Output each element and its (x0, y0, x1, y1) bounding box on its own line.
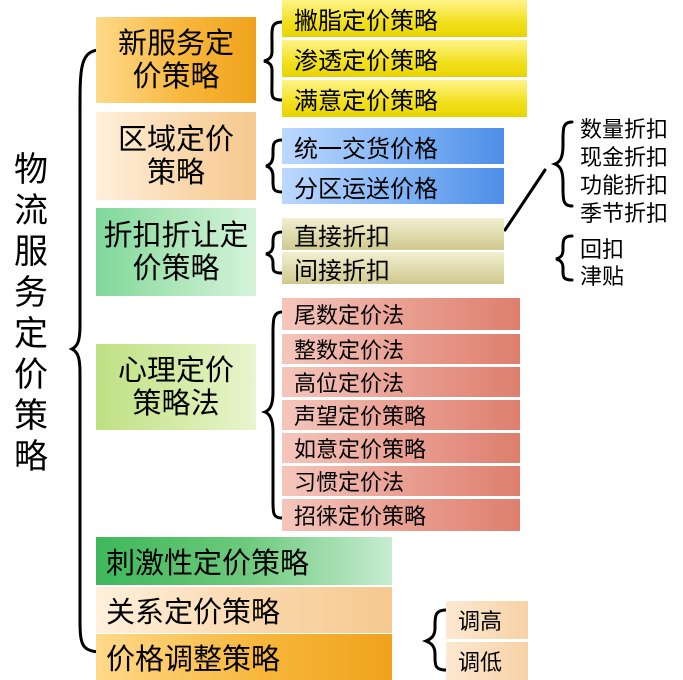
root-title: 物流服务定价策略 (14, 150, 48, 477)
category-stimulus: 刺激性定价策略 (96, 537, 392, 585)
category-relation-label: 关系定价策略 (106, 595, 281, 629)
new-service-item: 渗透定价策略 (282, 40, 527, 77)
discount-brace (265, 230, 284, 275)
item-label: 高位定价法 (294, 372, 405, 397)
item-label: 调高 (458, 610, 503, 635)
item-label: 招徕定价策略 (294, 505, 427, 530)
main-brace (68, 48, 100, 654)
category-new-service-label: 新服务定价策略 (117, 25, 234, 93)
item-label: 尾数定价法 (294, 304, 405, 329)
category-adjust-label: 价格调整策略 (106, 642, 281, 676)
item-label: 间接折扣 (294, 256, 390, 285)
category-relation: 关系定价策略 (96, 587, 392, 633)
item-label: 渗透定价策略 (294, 47, 438, 75)
adjust-brace (421, 608, 448, 672)
item-label: 直接折扣 (294, 222, 390, 251)
direct-type: 现金折扣 (580, 146, 669, 171)
item-label: 统一交货价格 (294, 134, 438, 163)
direct-type: 数量折扣 (580, 118, 669, 143)
psych-item: 整数定价法 (282, 334, 520, 364)
category-new-service: 新服务定价策略 (96, 17, 256, 103)
region-item: 分区运送价格 (282, 168, 504, 204)
psych-item: 如意定价策略 (282, 433, 520, 463)
item-label: 满意定价策略 (294, 87, 438, 115)
discount-item: 直接折扣 (282, 218, 504, 251)
item-label: 分区运送价格 (294, 174, 438, 203)
category-psych: 心理定价策略法 (96, 344, 256, 430)
category-adjust: 价格调整策略 (96, 634, 392, 680)
category-psych-label: 心理定价策略法 (117, 352, 234, 420)
indirect-type: 回扣 (580, 238, 625, 263)
psych-item: 习惯定价法 (282, 466, 520, 496)
adjust-item: 调高 (446, 601, 528, 639)
item-label: 撇脂定价策略 (294, 7, 438, 35)
psych-item: 高位定价法 (282, 367, 520, 397)
indirect-types-brace (555, 234, 574, 282)
direct-type: 功能折扣 (580, 174, 669, 199)
new-service-item: 满意定价策略 (282, 80, 527, 117)
item-label: 如意定价策略 (294, 438, 427, 463)
discount-item: 间接折扣 (282, 252, 504, 285)
item-label: 习惯定价法 (294, 471, 405, 496)
direct-types-brace (550, 120, 574, 208)
psych-item: 声望定价策略 (282, 400, 520, 430)
region-item: 统一交货价格 (282, 128, 504, 164)
psych-brace (260, 310, 284, 520)
direct-discount-link (503, 168, 547, 232)
category-stimulus-label: 刺激性定价策略 (106, 546, 310, 580)
new-service-item: 撇脂定价策略 (282, 0, 527, 37)
new-service-brace (263, 20, 284, 102)
category-discount: 折扣折让定价策略 (96, 208, 256, 296)
item-label: 声望定价策略 (294, 405, 427, 430)
category-discount-label: 折扣折让定价策略 (103, 217, 249, 285)
item-label: 整数定价法 (294, 339, 405, 364)
indirect-type: 津贴 (580, 265, 625, 290)
item-label: 调低 (458, 651, 503, 676)
category-region-label: 区域定价策略 (117, 121, 234, 189)
psych-item: 尾数定价法 (282, 298, 520, 330)
region-brace (265, 138, 284, 194)
adjust-item: 调低 (446, 642, 528, 680)
direct-type: 季节折扣 (580, 202, 669, 227)
psych-item: 招徕定价策略 (282, 499, 520, 531)
category-region: 区域定价策略 (96, 112, 256, 200)
